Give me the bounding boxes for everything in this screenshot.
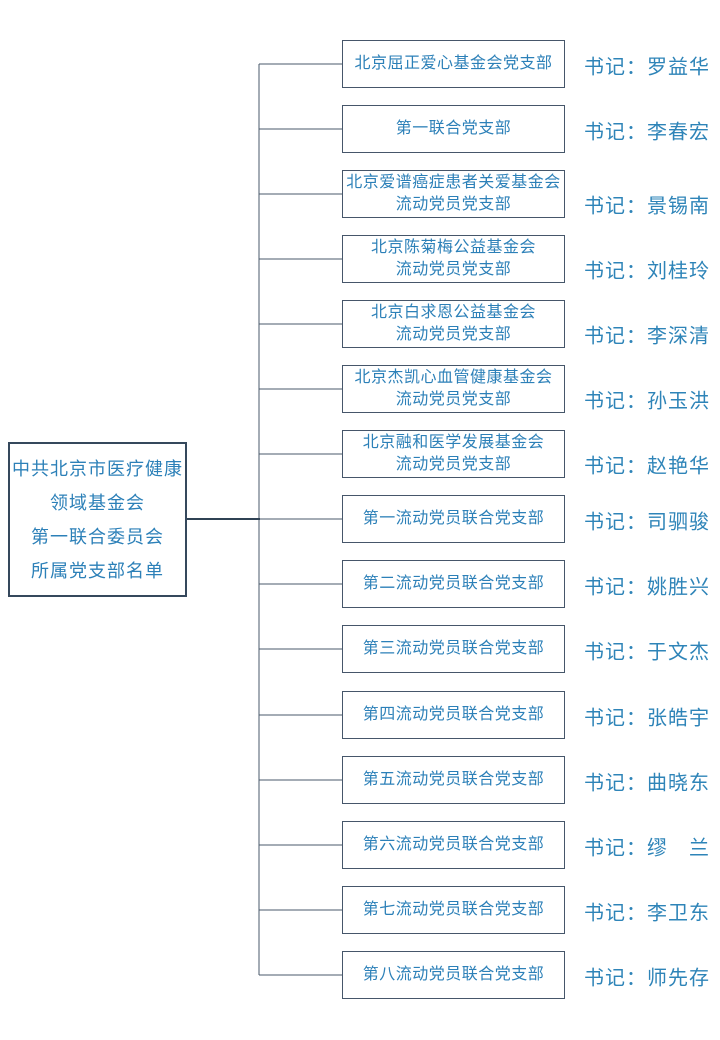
secretary-label: 书记：李深清	[584, 325, 710, 348]
secretary-label: 书记：姚胜兴	[584, 576, 710, 599]
branch-box: 第七流动党员联合党支部	[342, 886, 565, 934]
branch-name-line: 流动党员党支部	[395, 196, 512, 213]
branch-box: 北京陈菊梅公益基金会流动党员党支部	[342, 235, 565, 283]
branch-box: 第三流动党员联合党支部	[342, 625, 565, 673]
secretary-label: 书记：李卫东	[584, 902, 710, 925]
branch-box: 北京杰凯心血管健康基金会流动党员党支部	[342, 365, 565, 413]
secretary-label: 书记：李春宏	[584, 121, 710, 144]
branch-name-line: 第二流动党员联合党支部	[362, 575, 545, 592]
root-node-line: 领域基金会	[50, 492, 145, 513]
branch-name-line: 北京杰凯心血管健康基金会	[354, 369, 553, 386]
secretary-label: 书记：刘桂玲	[584, 260, 710, 283]
root-node-line: 所属党支部名单	[31, 560, 164, 581]
branch-name-line: 第一流动党员联合党支部	[362, 510, 545, 527]
root-node: 中共北京市医疗健康 领域基金会 第一联合委员会 所属党支部名单	[8, 442, 187, 597]
branch-name-line: 北京白求恩公益基金会	[370, 304, 536, 321]
branch-box: 第二流动党员联合党支部	[342, 560, 565, 608]
secretary-label: 书记：张皓宇	[584, 707, 710, 730]
secretary-label: 书记：于文杰	[584, 641, 710, 664]
branch-name-line: 第七流动党员联合党支部	[362, 901, 545, 918]
branch-name-line: 第一联合党支部	[395, 120, 512, 137]
secretary-label: 书记：赵艳华	[584, 455, 710, 478]
secretary-label: 书记：司驷骏	[584, 511, 710, 534]
secretary-label: 书记：罗益华	[584, 56, 710, 79]
branch-box: 第一联合党支部	[342, 105, 565, 153]
branch-name-line: 流动党员党支部	[395, 456, 512, 473]
secretary-label: 书记：景锡南	[584, 195, 710, 218]
branch-box: 第六流动党员联合党支部	[342, 821, 565, 869]
branch-name-line: 北京爱谱癌症患者关爱基金会	[346, 174, 561, 191]
branch-box: 北京白求恩公益基金会流动党员党支部	[342, 300, 565, 348]
secretary-label: 书记：曲晓东	[584, 772, 710, 795]
branch-box: 北京屈正爱心基金会党支部	[342, 40, 565, 88]
secretary-label: 书记：孙玉洪	[584, 390, 710, 413]
branch-box: 北京爱谱癌症患者关爱基金会流动党员党支部	[342, 170, 565, 218]
root-node-line: 第一联合委员会	[31, 526, 164, 547]
branch-name-line: 北京屈正爱心基金会党支部	[354, 55, 553, 72]
branch-name-line: 流动党员党支部	[395, 326, 512, 343]
secretary-label: 书记：师先存	[584, 967, 710, 990]
branch-name-line: 第八流动党员联合党支部	[362, 966, 545, 983]
branch-name-line: 第五流动党员联合党支部	[362, 771, 545, 788]
secretary-label: 书记：缪 兰	[584, 837, 710, 860]
branch-box: 第五流动党员联合党支部	[342, 756, 565, 804]
branch-name-line: 第三流动党员联合党支部	[362, 640, 545, 657]
branch-name-line: 第四流动党员联合党支部	[362, 706, 545, 723]
branch-box: 第四流动党员联合党支部	[342, 691, 565, 739]
root-node-line: 中共北京市医疗健康	[12, 458, 183, 479]
branch-name-line: 流动党员党支部	[395, 261, 512, 278]
branch-name-line: 北京陈菊梅公益基金会	[370, 239, 536, 256]
branch-name-line: 北京融和医学发展基金会	[362, 434, 545, 451]
branch-name-line: 第六流动党员联合党支部	[362, 836, 545, 853]
branch-box: 第八流动党员联合党支部	[342, 951, 565, 999]
branch-box: 北京融和医学发展基金会流动党员党支部	[342, 430, 565, 478]
branch-box: 第一流动党员联合党支部	[342, 495, 565, 543]
branch-name-line: 流动党员党支部	[395, 391, 512, 408]
